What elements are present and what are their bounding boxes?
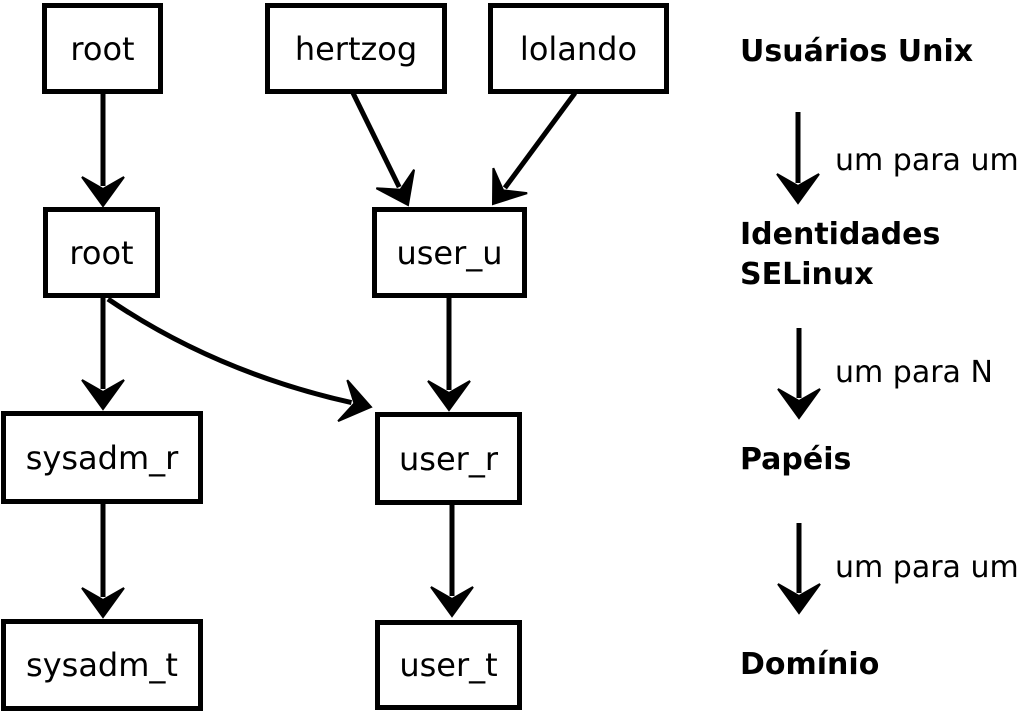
arrow-user-u-to-user-r-head xyxy=(427,380,471,412)
box-label: hertzog xyxy=(294,29,418,68)
arrow-legend-roles-to-domain xyxy=(777,523,821,615)
box-label: root xyxy=(70,29,135,68)
box-label: user_u xyxy=(396,233,503,272)
arrow-sysadm-r-to-sysadm-t xyxy=(81,503,125,619)
arrow-user-r-to-user-t xyxy=(430,504,474,618)
box-label: user_r xyxy=(399,439,498,478)
box-unix-user-hertzog: hertzog xyxy=(265,3,447,94)
box-unix-user-root: root xyxy=(42,3,163,94)
legend-selinux-identities-line1: Identidades xyxy=(740,217,941,252)
legend-unix-users: Usuários Unix xyxy=(740,34,974,69)
arrow-lolando-to-user-u-shaft xyxy=(502,91,578,190)
arrow-hertzog-to-user-u xyxy=(350,91,416,207)
arrow-identity-root-to-sysadm-r-head xyxy=(81,379,125,411)
box-label: user_t xyxy=(399,646,498,684)
arrow-legend-identities-to-roles xyxy=(777,328,821,420)
box-label: sysadm_t xyxy=(26,646,178,684)
arrow-legend-users-to-identities xyxy=(776,112,820,205)
arrow-identity-root-to-user-r xyxy=(106,296,373,423)
box-selinux-identity-user-u: user_u xyxy=(372,207,527,298)
legend-relation-one-to-one-2: um para um xyxy=(835,550,1019,585)
box-selinux-identity-root: root xyxy=(43,207,160,298)
legend-selinux-identities-line2: SELinux xyxy=(740,257,874,292)
box-domain-sysadm-t: sysadm_t xyxy=(1,619,203,711)
box-role-user-r: user_r xyxy=(375,412,522,505)
box-domain-user-t: user_t xyxy=(375,620,522,710)
arrow-identity-root-to-user-r-head xyxy=(337,379,373,423)
arrow-unix-root-to-identity-root xyxy=(81,93,125,208)
legend-relation-one-to-one-1: um para um xyxy=(835,143,1019,178)
arrow-legend-identities-to-roles-head xyxy=(777,388,821,420)
box-role-sysadm-r: sysadm_r xyxy=(1,411,203,504)
box-label: lolando xyxy=(519,29,638,68)
arrow-hertzog-to-user-u-head xyxy=(375,169,416,207)
arrow-unix-root-to-identity-root-head xyxy=(81,176,125,208)
arrow-legend-roles-to-domain-head xyxy=(777,583,821,615)
box-label: root xyxy=(69,233,134,272)
arrow-user-r-to-user-t-head xyxy=(430,586,474,618)
arrow-legend-users-to-identities-head xyxy=(776,173,820,205)
arrow-sysadm-r-to-sysadm-t-head xyxy=(81,587,125,619)
legend-roles: Papéis xyxy=(740,442,852,477)
legend-relation-one-to-n: um para N xyxy=(835,355,993,390)
arrow-lolando-to-user-u xyxy=(491,91,578,206)
legend-selinux-identities: Identidades SELinux xyxy=(740,215,940,295)
arrow-identity-root-to-user-r-shaft xyxy=(106,296,353,406)
box-unix-user-lolando: lolando xyxy=(488,3,669,94)
arrow-hertzog-to-user-u-shaft xyxy=(350,91,402,189)
arrow-identity-root-to-sysadm-r xyxy=(81,298,125,411)
box-label: sysadm_r xyxy=(25,438,179,477)
legend-domain: Domínio xyxy=(740,647,880,682)
arrow-user-u-to-user-r xyxy=(427,298,471,412)
arrow-lolando-to-user-u-head xyxy=(491,167,528,206)
